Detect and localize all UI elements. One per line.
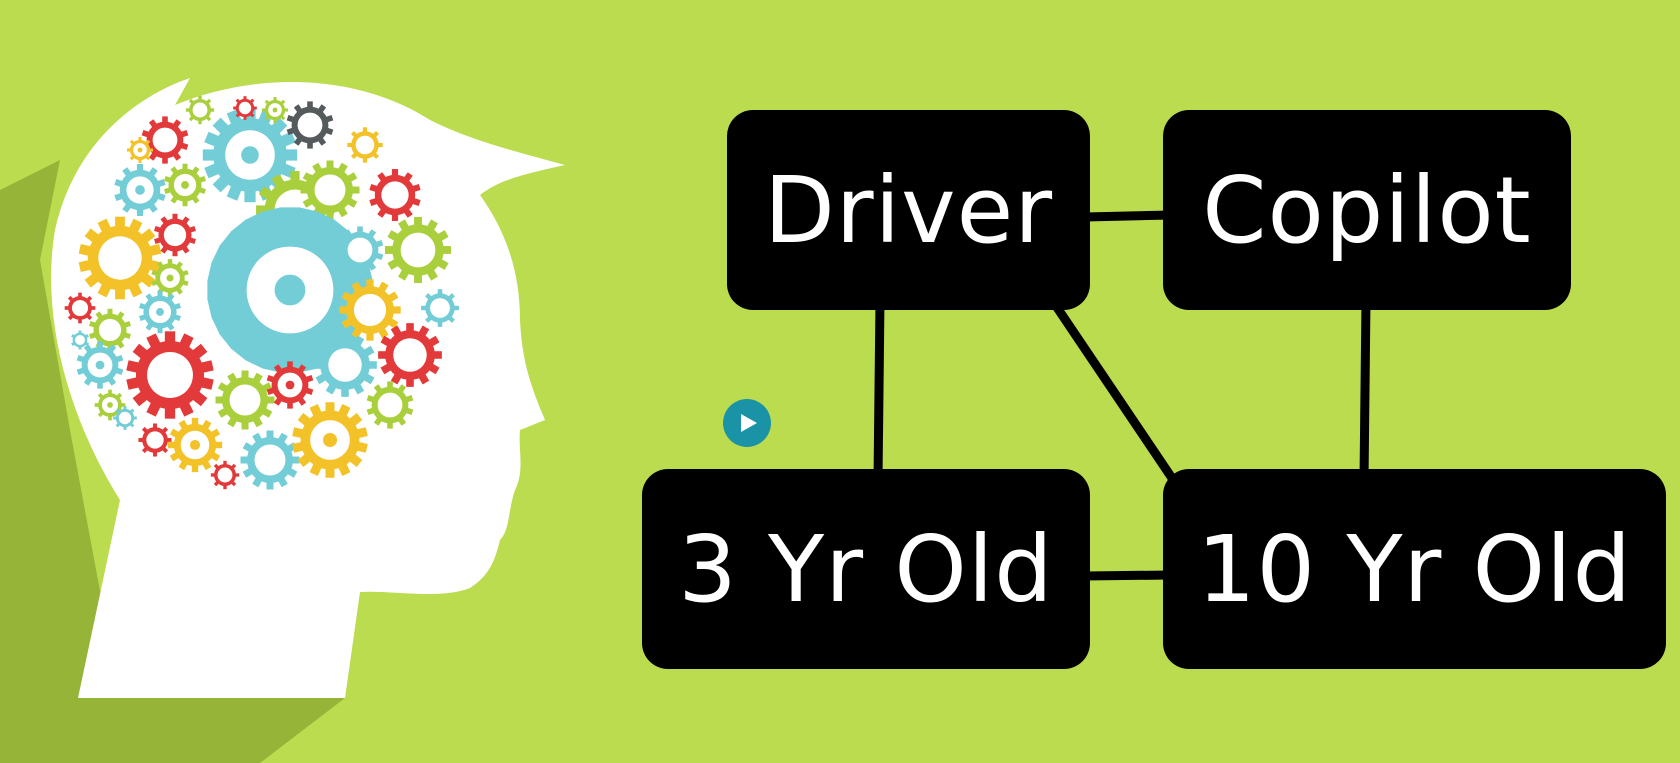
gear-cluster	[64, 95, 459, 490]
gear-icon	[292, 402, 368, 478]
gear-icon	[240, 430, 300, 490]
node-driver-label: Driver	[763, 156, 1054, 264]
gear-icon	[71, 330, 89, 350]
gear-icon	[154, 213, 196, 257]
gear-icon	[207, 207, 373, 373]
gear-icon	[339, 279, 401, 341]
gear-icon	[421, 289, 459, 327]
gear-icon	[76, 341, 124, 389]
gear-icon	[202, 107, 298, 203]
gear-icon	[164, 163, 206, 207]
node-ten-yr-old: 10 Yr Old	[1163, 469, 1666, 669]
gear-icon	[313, 333, 377, 397]
node-driver: Driver	[727, 110, 1090, 310]
gear-icon	[384, 216, 452, 284]
node-ten-yr-old-label: 10 Yr Old	[1197, 515, 1632, 623]
edge-driver-three-yr-old	[873, 299, 885, 481]
edge-driver-ten-yr-old	[1048, 297, 1184, 493]
gear-icon	[64, 292, 96, 324]
edge-copilot-ten-yr-old	[1359, 299, 1371, 481]
gear-icon	[378, 323, 442, 387]
node-three-yr-old: 3 Yr Old	[642, 469, 1090, 669]
edge-three-yr-old-ten-yr-old	[1084, 570, 1171, 581]
gear-icon	[266, 361, 314, 409]
gear-icon	[89, 308, 131, 352]
gear-icon	[114, 164, 166, 216]
edge-driver-copilot	[1084, 210, 1171, 222]
gear-icon	[185, 95, 215, 125]
gear-icon	[78, 216, 162, 300]
gear-icon	[210, 460, 240, 490]
gear-icon	[366, 381, 414, 429]
gear-icon	[126, 331, 214, 419]
gear-icon	[233, 96, 257, 120]
node-copilot-label: Copilot	[1202, 156, 1532, 264]
head-shadow	[0, 160, 345, 763]
gear-icon	[286, 101, 334, 149]
gear-icon	[138, 423, 172, 457]
gear-icon	[127, 137, 153, 163]
play-button[interactable]	[723, 399, 771, 447]
gear-icon	[167, 417, 223, 473]
gear-icon	[262, 97, 288, 123]
gear-icon	[336, 226, 384, 274]
gear-icon	[215, 370, 275, 430]
gear-icon	[300, 160, 360, 220]
gear-icon	[151, 259, 189, 297]
gear-icon	[369, 169, 421, 221]
node-copilot: Copilot	[1163, 110, 1571, 310]
gear-icon	[113, 406, 137, 430]
gear-icon	[139, 290, 181, 334]
node-three-yr-old-label: 3 Yr Old	[678, 515, 1054, 623]
gear-icon	[347, 127, 383, 163]
